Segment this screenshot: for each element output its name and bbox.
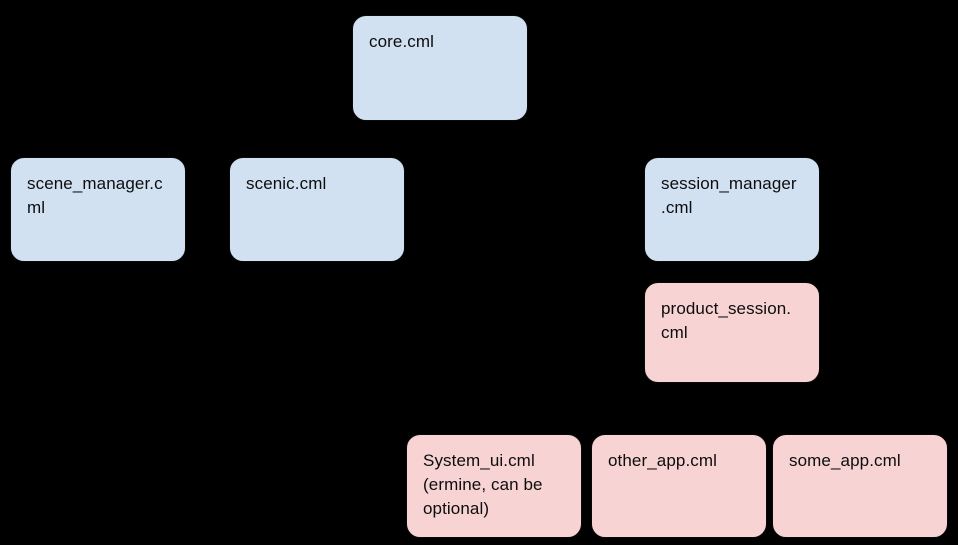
node-session-manager-cml[interactable]: session_manager .cml — [644, 157, 820, 262]
node-some-app-cml[interactable]: some_app.cml — [772, 434, 948, 538]
node-system-ui-cml[interactable]: System_ui.cml (ermine, can be optional) — [406, 434, 582, 538]
node-scenic-cml[interactable]: scenic.cml — [229, 157, 405, 262]
node-scene-manager-cml[interactable]: scene_manager.c ml — [10, 157, 186, 262]
node-core-cml[interactable]: core.cml — [352, 15, 528, 121]
node-other-app-cml[interactable]: other_app.cml — [591, 434, 767, 538]
node-product-session-cml[interactable]: product_session. cml — [644, 282, 820, 383]
